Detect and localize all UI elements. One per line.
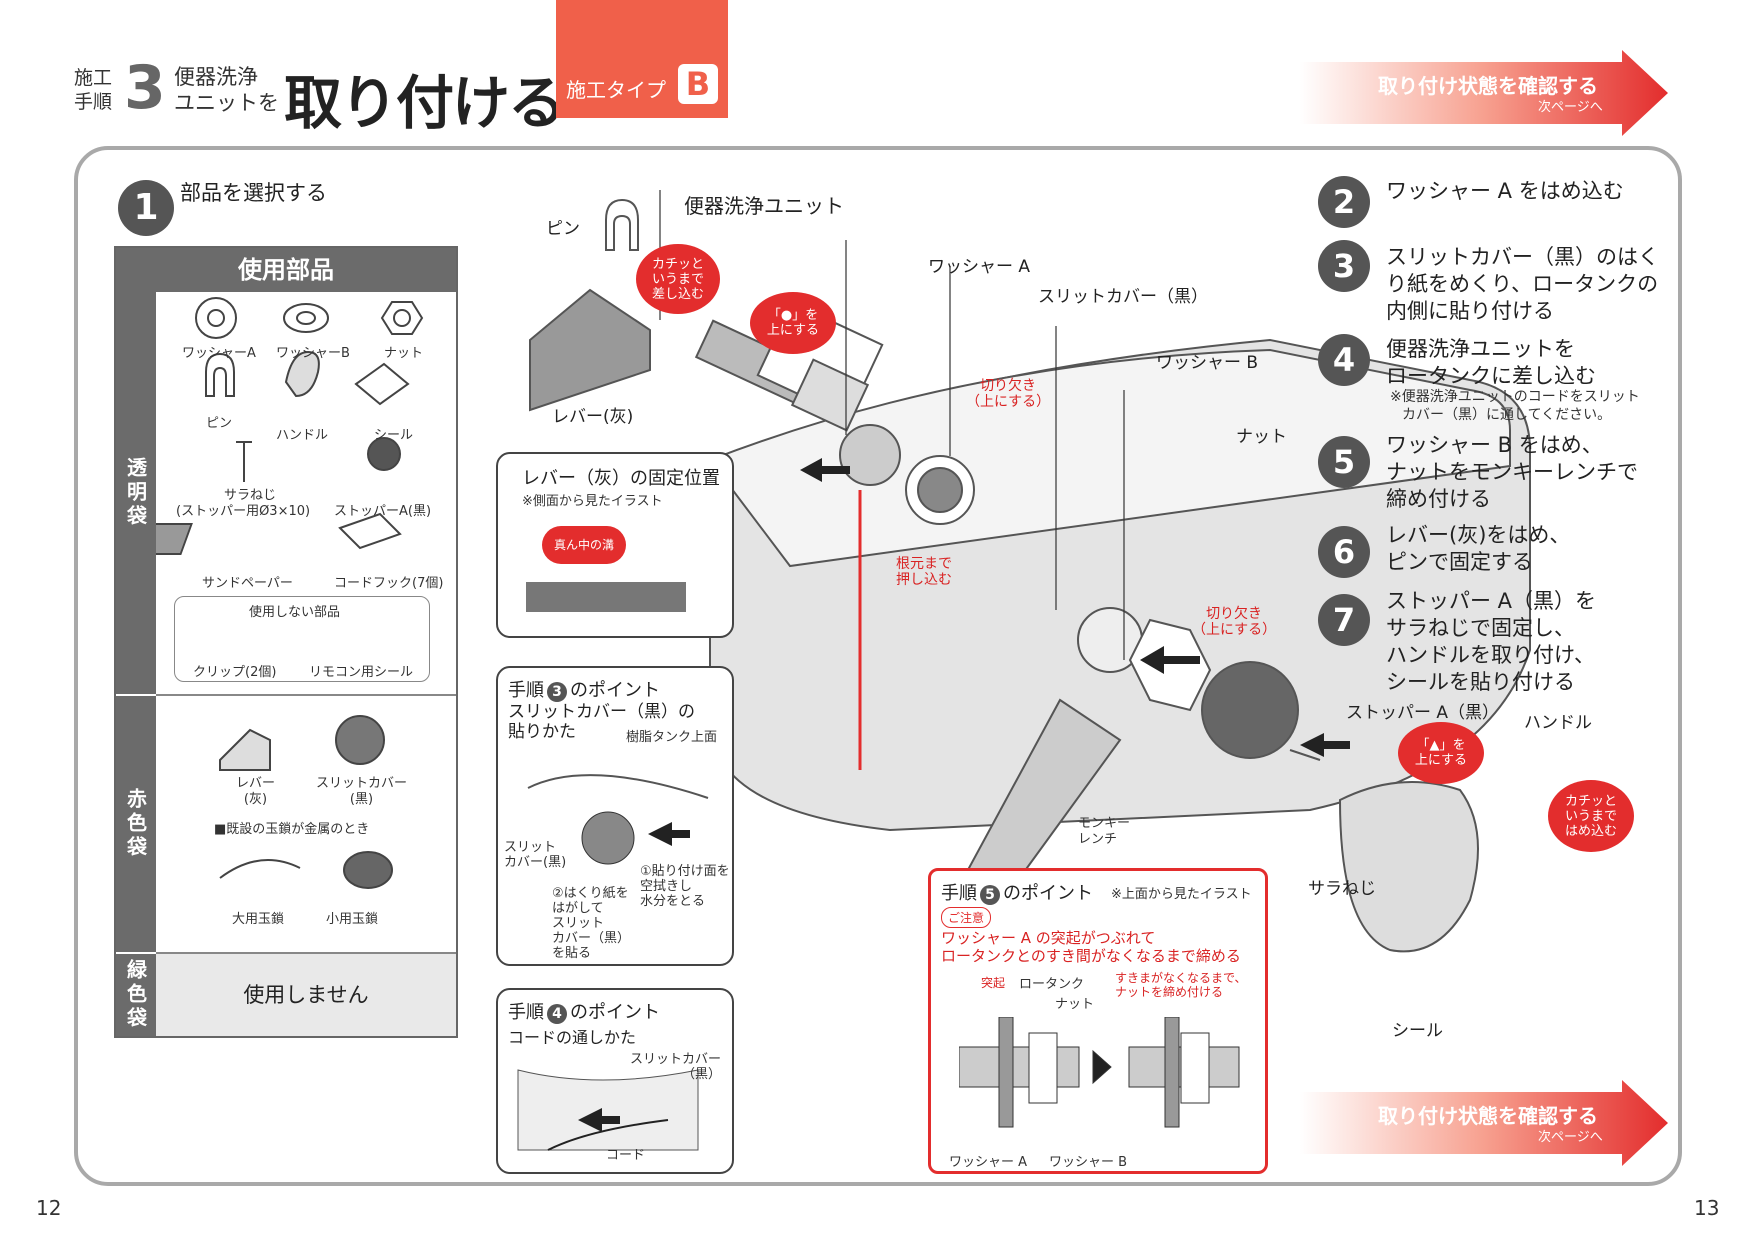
slit-cover-attach-illustration <box>527 774 709 865</box>
stopper-icon <box>367 437 401 471</box>
lever-position-panel: レバー（灰）の固定位置 ※側面から見たイラスト 真ん中の溝 <box>496 452 734 638</box>
screw-icon <box>236 441 252 482</box>
small-chain-icon <box>343 851 393 889</box>
caution-badge: ご注意 <box>941 907 992 928</box>
page-number-right: 13 <box>1694 1196 1720 1220</box>
handle-click-bubble: カチッというまではめ込む <box>1548 780 1634 852</box>
banner-arrow-shape <box>1300 50 1668 136</box>
handle-arrow-icon <box>1300 733 1350 757</box>
page-number-left: 12 <box>36 1196 62 1220</box>
parts-table-header: 使用部品 <box>116 248 456 292</box>
lever-bracket <box>529 288 651 412</box>
type-letter: B <box>678 64 718 104</box>
header-step-number: 3 <box>124 53 166 123</box>
banner-arrow-shape <box>1300 1080 1668 1166</box>
next-page-banner-top[interactable]: 取り付け状態を確認する 次ページへ <box>1300 50 1668 136</box>
attach-arrow-icon <box>648 822 690 846</box>
triangle-up-bubble: 「▲」を上にする <box>1398 722 1484 784</box>
slit-cover-icon <box>335 715 385 765</box>
header-subtitle: 便器洗浄ユニットを <box>174 65 279 115</box>
seal-icon <box>354 362 410 406</box>
unused-parts-box: 使用しない部品 クリップ(2個) リモコン用シール <box>174 596 430 682</box>
clear-bag-parts-illustration <box>156 297 424 555</box>
handle <box>1338 781 1479 953</box>
screw <box>1289 749 1321 761</box>
washer-a <box>839 424 901 486</box>
handle-icon <box>284 350 320 398</box>
cord-hook-icon <box>338 512 402 550</box>
construction-type-badge: 施工タイプ B <box>556 0 728 118</box>
cord-routing-illustration <box>517 1069 699 1151</box>
result-arrow-icon <box>1092 1049 1112 1085</box>
parts-table: 使用部品 透明袋 赤色袋 緑色袋 使用しません <box>114 246 458 1038</box>
nut <box>1128 618 1212 712</box>
bag-red-label: 赤色袋 <box>116 696 156 952</box>
next-page-banner-bottom[interactable]: 取り付け状態を確認する 次ページへ <box>1300 1080 1668 1166</box>
step1-number: 1 <box>118 180 174 236</box>
steps-list: 2 ワッシャー A をはめ込む 3 スリットカバー（黒）のはくり紙をめくり、ロー… <box>1318 176 1678 696</box>
red-bag-parts-illustration <box>219 715 393 889</box>
large-chain-icon <box>219 859 301 879</box>
lever-icon <box>219 728 271 771</box>
push-arrow-icon <box>800 458 850 482</box>
nut-tightening-illustration <box>959 1017 1240 1128</box>
center-groove-bubble: 真ん中の溝 <box>542 526 626 564</box>
nut-arrow-icon <box>1140 646 1200 674</box>
lever-side-view <box>526 582 686 612</box>
stopper-a <box>1201 661 1299 759</box>
bag-green-text: 使用しません <box>156 954 456 1036</box>
pin-click-bubble: カチッというまで差し込む <box>636 244 720 314</box>
pin-icon <box>205 352 235 397</box>
pin <box>605 198 639 251</box>
bag-clear-label: 透明袋 <box>116 292 156 694</box>
cord-arrow-icon <box>578 1108 620 1132</box>
slit-cover-icon <box>581 811 635 865</box>
sekou-tejun-label: 施工手順 <box>74 67 113 113</box>
page-title: 取り付ける <box>284 69 566 137</box>
step1-title: 部品を選択する <box>180 181 327 205</box>
dot-up-bubble: 「●」を上にする <box>750 292 836 354</box>
sandpaper-icon <box>156 523 193 555</box>
bag-green-label: 緑色袋 <box>116 954 156 1036</box>
